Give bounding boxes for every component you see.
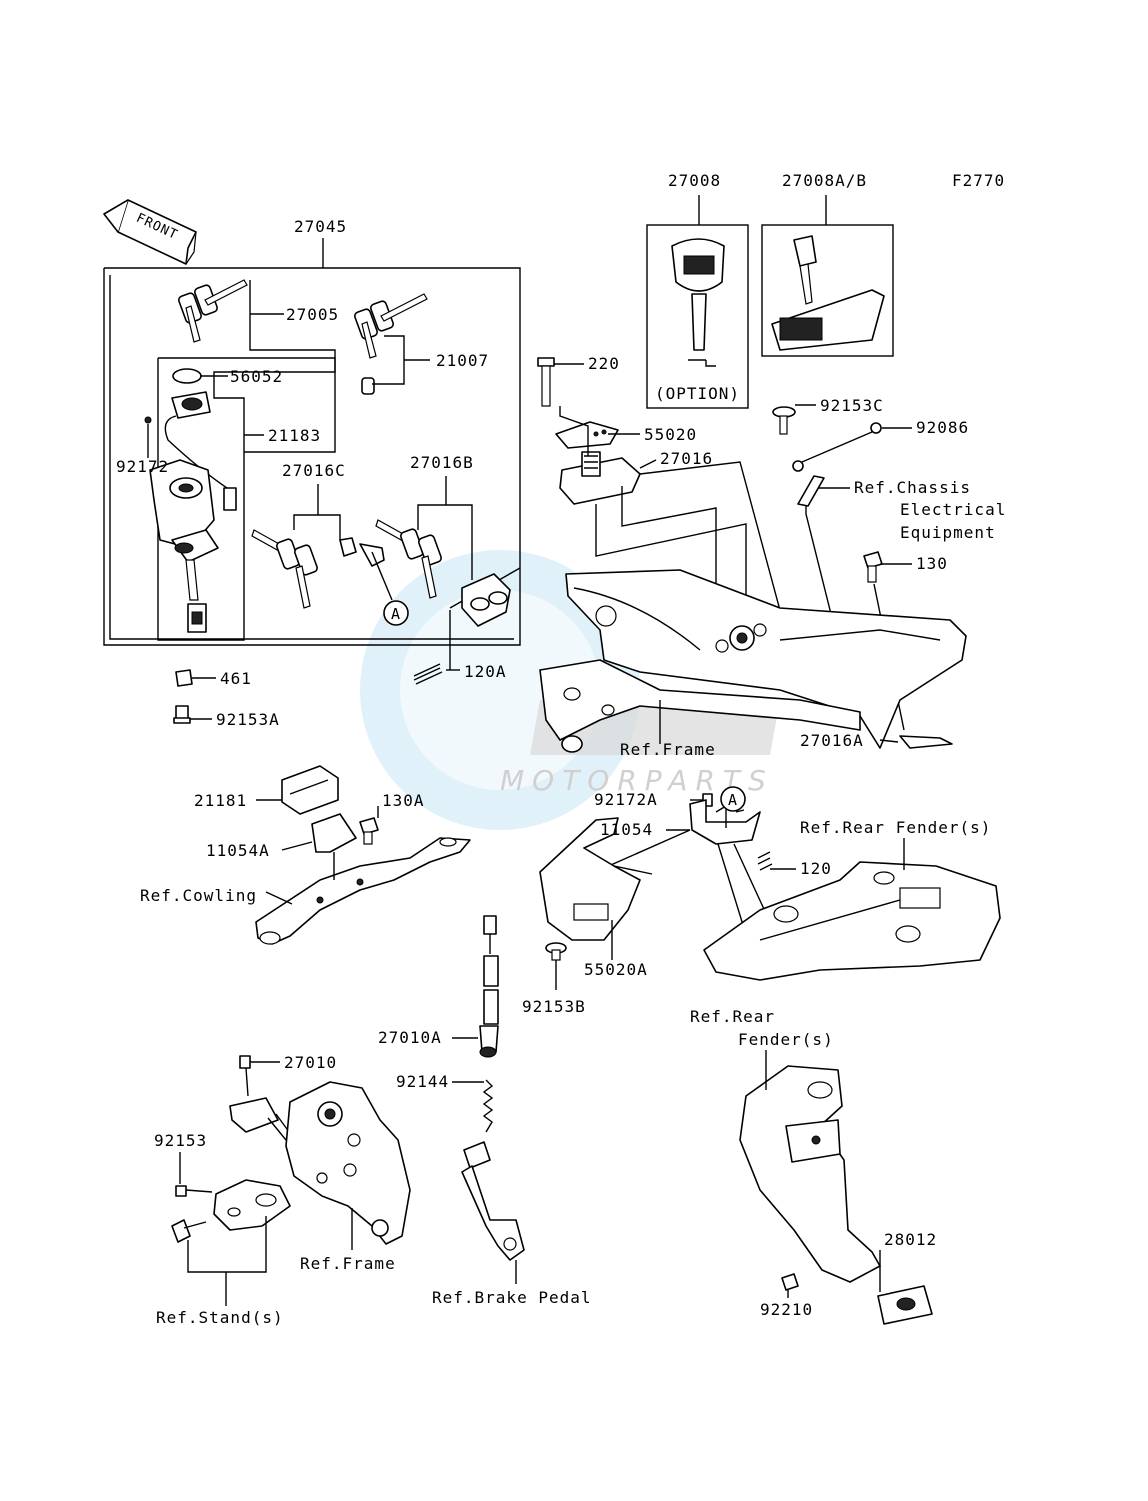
- leader-lines: [147, 313, 912, 1298]
- label-27045: 27045: [294, 217, 347, 236]
- label-28012: 28012: [884, 1230, 937, 1249]
- switch-27010a-icon: [479, 915, 499, 1058]
- label-92086: 92086: [916, 418, 969, 437]
- label-130: 130: [916, 554, 948, 573]
- spring-92144-icon: [482, 1079, 494, 1133]
- label-27016: 27016: [660, 449, 713, 468]
- marker-a-right: A: [720, 786, 746, 812]
- key-27016b-icon: [375, 519, 511, 627]
- label-ref-chassis-line2: Electrical: [900, 500, 1006, 519]
- nut-461-icon: [175, 669, 193, 687]
- bolt-92153c-icon: [772, 406, 796, 435]
- bolt-92153a-icon: [173, 705, 191, 724]
- label-92172a: 92172A: [594, 790, 658, 809]
- label-ref-cowling: Ref.Cowling: [140, 886, 257, 905]
- label-ref-chassis-line3: Equipment: [900, 523, 996, 542]
- ignition-switch-21183-icon: [144, 391, 237, 633]
- label-ref-chassis-line1: Ref.Chassis: [854, 478, 971, 497]
- figure-code: F2770: [952, 171, 1005, 190]
- cowl-55020a-icon: [539, 817, 653, 941]
- label-92153c: 92153C: [820, 396, 884, 415]
- label-56052: 56052: [230, 367, 283, 386]
- bolt-92153b-icon: [545, 942, 567, 961]
- label-11054: 11054: [600, 820, 653, 839]
- label-27010: 27010: [284, 1053, 337, 1072]
- svg-text:A: A: [391, 605, 401, 623]
- label-130a: 130A: [382, 791, 425, 810]
- spring-120-icon: [757, 851, 773, 871]
- label-27010a: 27010A: [378, 1028, 442, 1047]
- label-ref-rear-fender: Ref.Rear Fender(s): [800, 818, 991, 837]
- frame-top-icon: [539, 569, 967, 753]
- seat-lock-27016-icon: [559, 451, 641, 505]
- label-option: (OPTION): [655, 384, 740, 403]
- svg-text:A: A: [728, 791, 738, 809]
- cover-55020-icon: [555, 421, 619, 449]
- rear-fender-top-icon: [703, 861, 1001, 981]
- label-55020: 55020: [644, 425, 697, 444]
- label-55020a: 55020A: [584, 960, 648, 979]
- label-120: 120: [800, 859, 832, 878]
- key-27008ab-box: [761, 195, 894, 357]
- label-27016b: 27016B: [410, 453, 474, 472]
- label-21183: 21183: [268, 426, 321, 445]
- label-11054a: 11054A: [206, 841, 270, 860]
- part-labels: F2770 27045 27005 56052 21183 92172 2100…: [116, 171, 1006, 1327]
- label-27008: 27008: [668, 171, 721, 190]
- label-92172: 92172: [116, 457, 169, 476]
- bolt-220-icon: [537, 357, 555, 407]
- label-461: 461: [220, 669, 252, 688]
- frame-bottom-icon: [285, 1081, 411, 1245]
- label-27016c: 27016C: [282, 461, 346, 480]
- bracket-11054a-icon: [311, 813, 357, 853]
- label-ref-stand: Ref.Stand(s): [156, 1308, 284, 1327]
- nut-92210-icon: [781, 1273, 799, 1291]
- key-27005-icon: [178, 279, 248, 343]
- label-92144: 92144: [396, 1072, 449, 1091]
- rear-fender-bottom-icon: [739, 1065, 933, 1325]
- label-21007: 21007: [436, 351, 489, 370]
- ring-56052-icon: [172, 368, 202, 384]
- label-92153: 92153: [154, 1131, 207, 1150]
- label-27008ab: 27008A/B: [782, 171, 867, 190]
- bracket-27016a-icon: [899, 735, 953, 749]
- brake-pedal-icon: [461, 1141, 525, 1261]
- label-ref-frame-top: Ref.Frame: [620, 740, 716, 759]
- watermark-text: MOTORPARTS: [500, 764, 774, 797]
- label-92153a: 92153A: [216, 710, 280, 729]
- cowling-bracket-icon: [255, 837, 471, 945]
- spring-120a-icon: [413, 663, 443, 685]
- label-ref-brake-pedal: Ref.Brake Pedal: [432, 1288, 592, 1307]
- label-ref-frame-bottom: Ref.Frame: [300, 1254, 396, 1273]
- label-27005: 27005: [286, 305, 339, 324]
- relay-21181-icon: [281, 765, 339, 815]
- label-120a: 120A: [464, 662, 507, 681]
- stand-bracket-icon: [171, 1179, 291, 1243]
- key-27008-box: [646, 195, 749, 409]
- label-27016a: 27016A: [800, 731, 864, 750]
- label-92210: 92210: [760, 1300, 813, 1319]
- label-21181: 21181: [194, 791, 247, 810]
- switch-27010-icon: [229, 1055, 293, 1141]
- label-ref-rear-line2: Fender(s): [738, 1030, 834, 1049]
- label-92153b: 92153B: [522, 997, 586, 1016]
- label-220: 220: [588, 354, 620, 373]
- key-27016c-icon: [251, 529, 385, 609]
- label-ref-rear-line1: Ref.Rear: [690, 1007, 775, 1026]
- cable-92086-icon: [792, 422, 882, 507]
- front-arrow-icon: FRONT: [103, 199, 197, 265]
- key-21007-icon: [354, 293, 428, 395]
- bolt-130-icon: [863, 551, 883, 583]
- bolt-130a-icon: [359, 817, 379, 845]
- marker-a-left: A: [383, 600, 409, 626]
- screw-92172-icon: [144, 416, 152, 424]
- bolt-92153-icon: [175, 1185, 187, 1197]
